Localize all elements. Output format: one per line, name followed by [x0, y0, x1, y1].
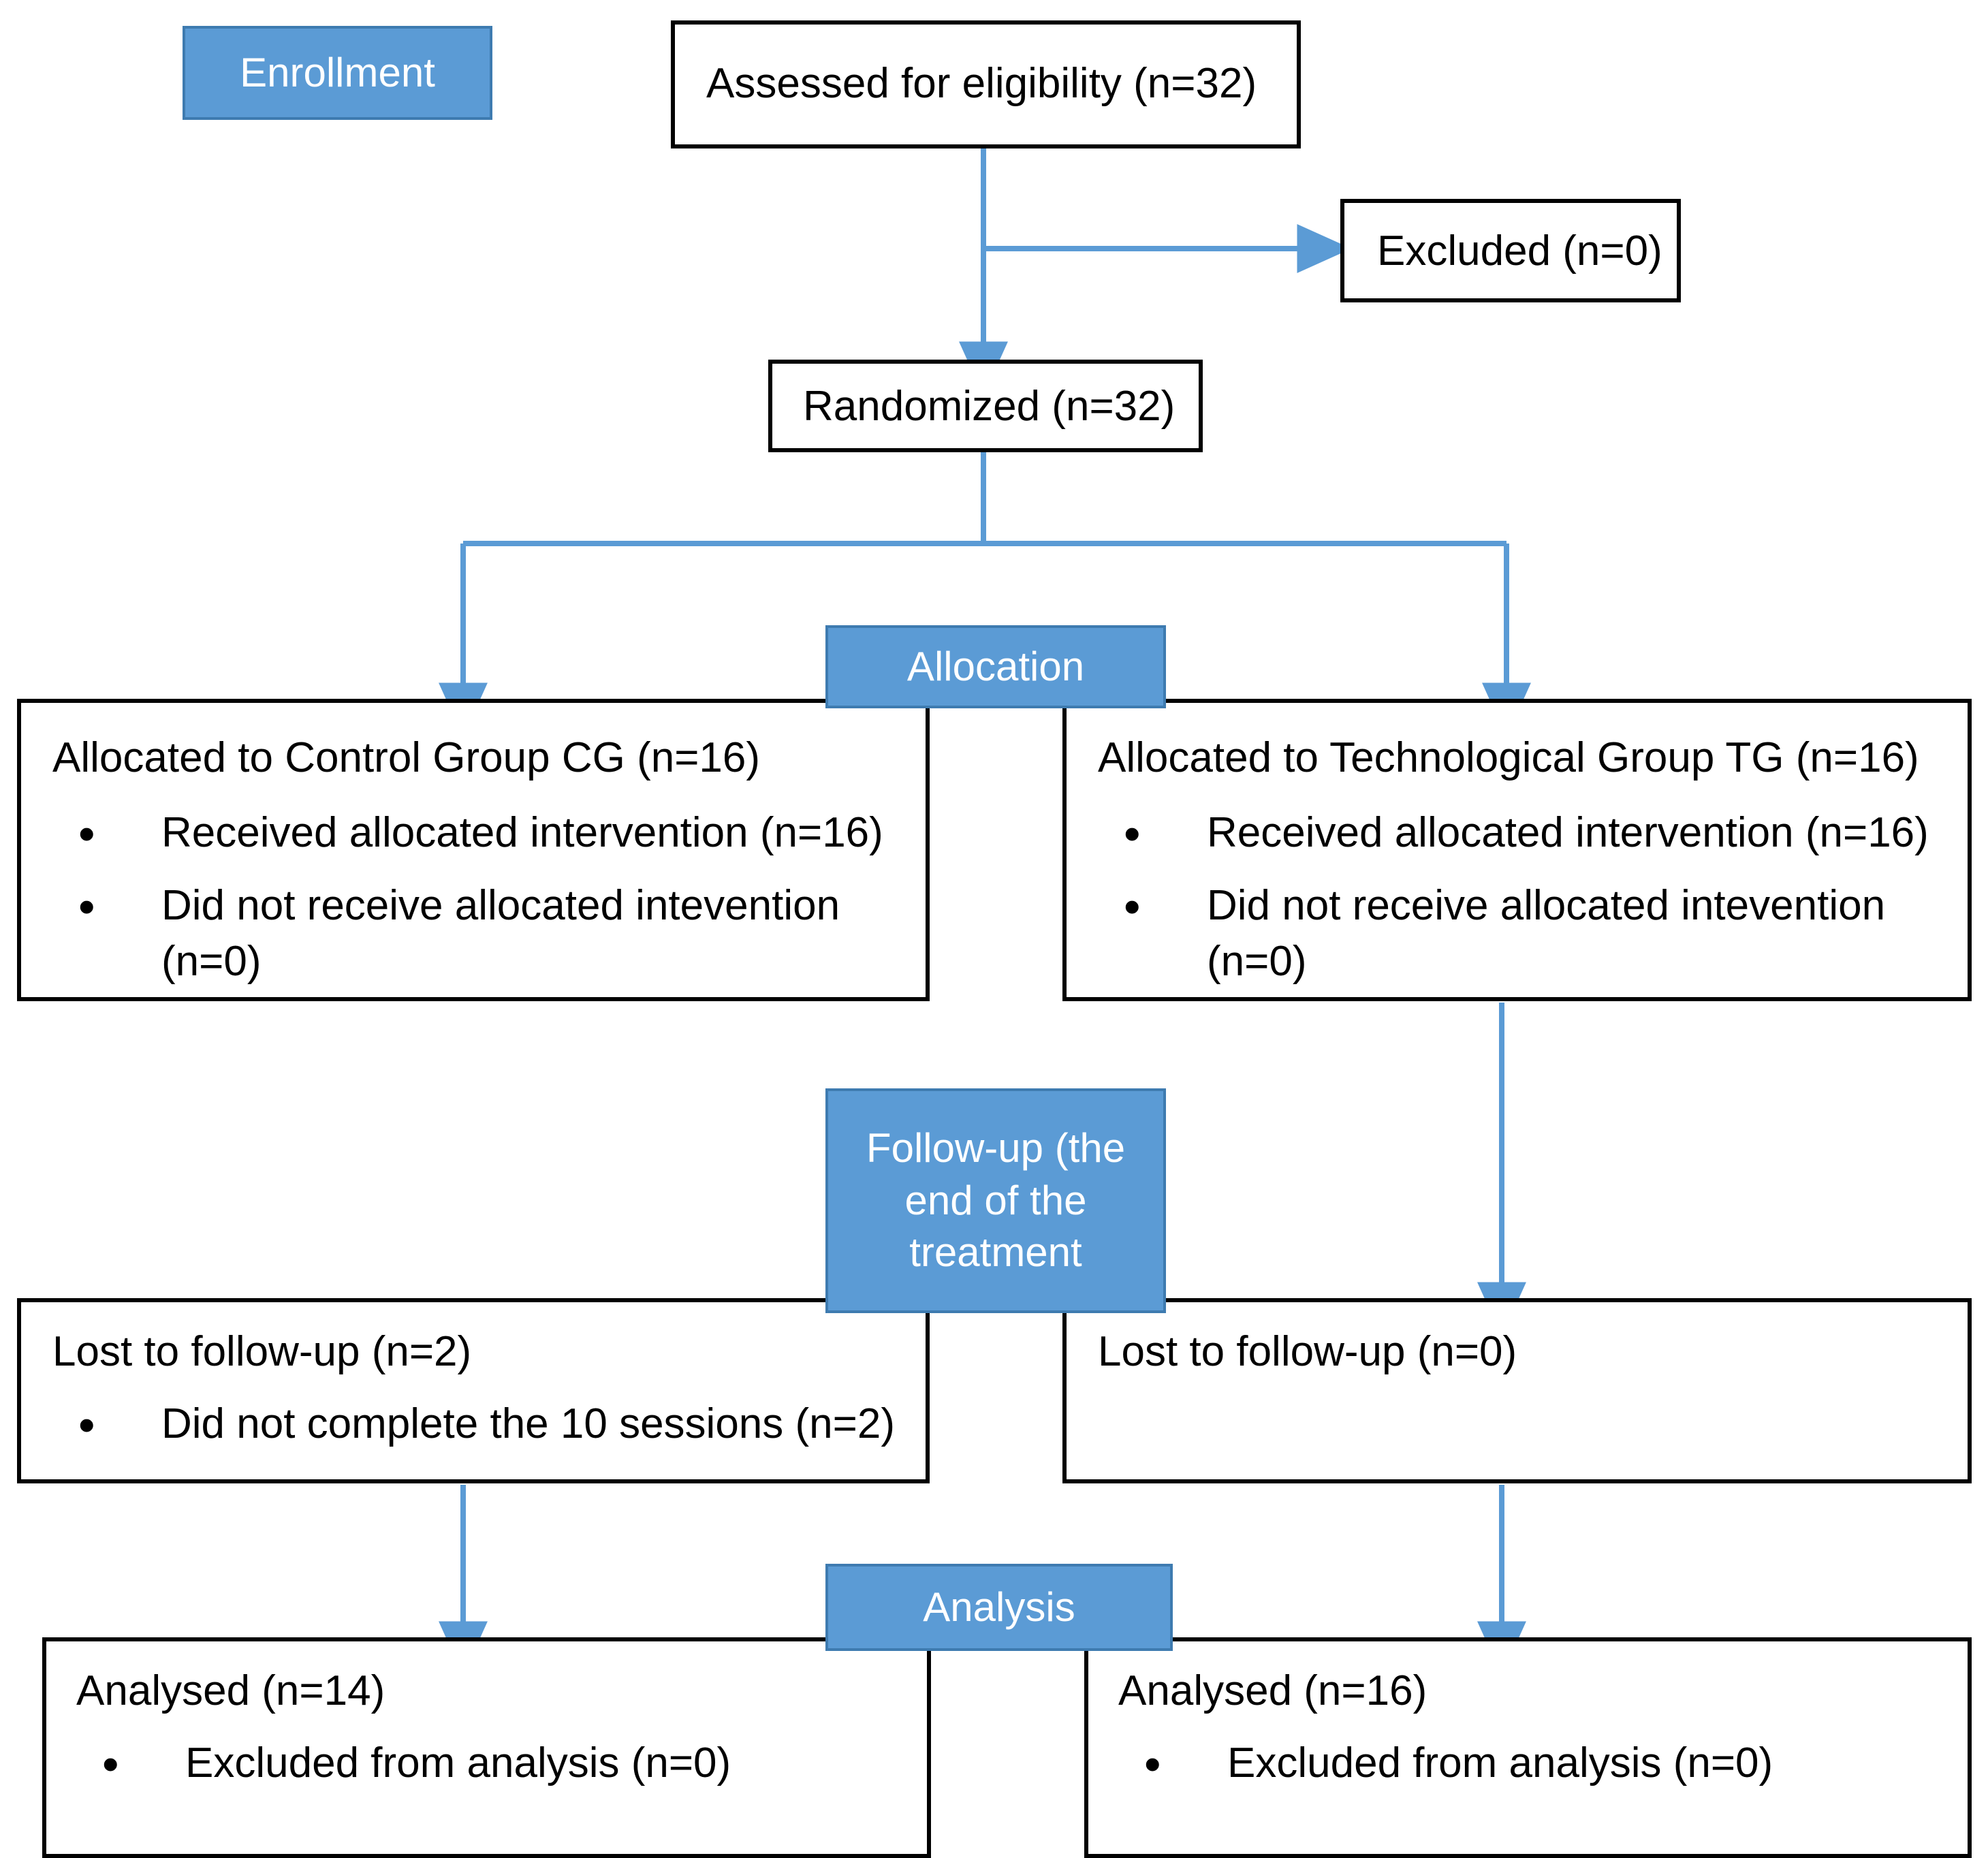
list-item: Did not complete the 10 sessions (n=2) [52, 1394, 912, 1456]
stage-badge-allocation-label: Allocation [906, 643, 1085, 689]
node-allocated-control-group: Allocated to Control Group CG (n=16) Rec… [17, 699, 930, 1001]
list-item: Received allocated intervention (n=16) [52, 802, 912, 865]
node-randomized: Randomized (n=32) [768, 360, 1203, 452]
stage-badge-enrollment: Enrollment [183, 26, 492, 120]
node-lost-to-followup-control-title: Lost to follow-up (n=2) [52, 1328, 472, 1375]
node-analysed-control-title: Analysed (n=14) [76, 1667, 385, 1714]
node-analysed-control-bullets: Excluded from analysis (n=0) [76, 1733, 913, 1795]
node-allocated-control-group-title: Allocated to Control Group CG (n=16) [52, 734, 761, 781]
node-allocated-technological-group-bullets: Received allocated intervention (n=16) D… [1098, 802, 1954, 990]
list-item: Excluded from analysis (n=0) [76, 1733, 913, 1795]
node-analysed-technological: Analysed (n=16) Excluded from analysis (… [1084, 1637, 1972, 1858]
node-analysed-technological-bullets: Excluded from analysis (n=0) [1118, 1733, 1954, 1795]
stage-badge-allocation: Allocation [825, 625, 1166, 708]
node-lost-to-followup-control-bullets: Did not complete the 10 sessions (n=2) [52, 1394, 912, 1456]
node-excluded: Excluded (n=0) [1340, 199, 1681, 302]
node-lost-to-followup-technological: Lost to follow-up (n=0) [1062, 1298, 1972, 1483]
node-allocated-technological-group: Allocated to Technological Group TG (n=1… [1062, 699, 1972, 1001]
node-assessed-for-eligibility: Assessed for eligibility (n=32) [671, 20, 1301, 148]
list-item: Received allocated intervention (n=16) [1098, 802, 1954, 865]
stage-badge-followup: Follow-up (the end of the treatment [825, 1088, 1166, 1313]
stage-badge-enrollment-label: Enrollment [240, 49, 435, 95]
list-item: Excluded from analysis (n=0) [1118, 1733, 1954, 1795]
node-lost-to-followup-control: Lost to follow-up (n=2) Did not complete… [17, 1298, 930, 1483]
stage-badge-followup-label: Follow-up (the end of the treatment [866, 1124, 1126, 1276]
node-allocated-technological-group-title: Allocated to Technological Group TG (n=1… [1098, 734, 1919, 781]
stage-badge-analysis-label: Analysis [923, 1584, 1075, 1630]
list-item: Did not receive allocated intevention (n… [52, 875, 912, 990]
node-allocated-control-group-bullets: Received allocated intervention (n=16) D… [52, 802, 912, 990]
node-excluded-title: Excluded (n=0) [1377, 227, 1662, 274]
node-analysed-technological-title: Analysed (n=16) [1118, 1667, 1427, 1714]
node-analysed-control: Analysed (n=14) Excluded from analysis (… [42, 1637, 931, 1858]
stage-badge-analysis: Analysis [825, 1564, 1173, 1651]
node-lost-to-followup-technological-title: Lost to follow-up (n=0) [1098, 1328, 1517, 1375]
node-randomized-title: Randomized (n=32) [803, 383, 1176, 430]
list-item: Did not receive allocated intevention (n… [1098, 875, 1954, 990]
node-assessed-title: Assessed for eligibility (n=32) [706, 60, 1257, 107]
